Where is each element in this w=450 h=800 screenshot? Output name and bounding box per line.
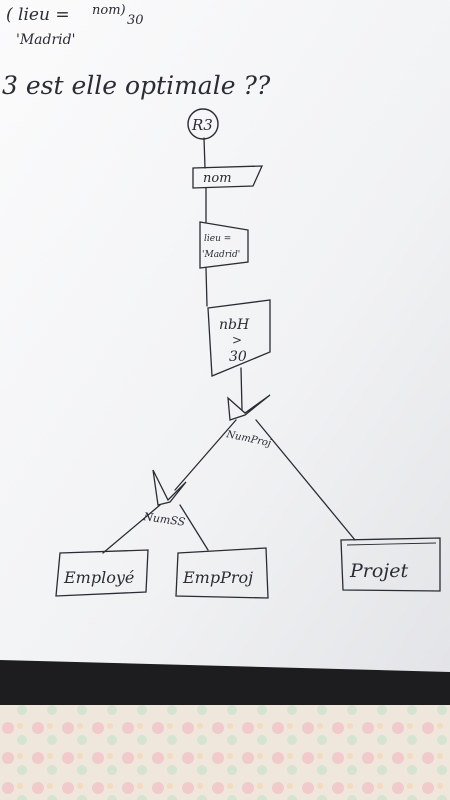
header-line2: 'Madrid' [16, 32, 75, 48]
edge-selection-lieu-selection-nbh [205, 267, 208, 307]
selection-lieu-node: lieu = 'Madrid' [199, 221, 249, 269]
leaf-employe: Employé [55, 549, 149, 597]
edge-root-projection [203, 137, 206, 169]
selection-lieu-line1: lieu = [204, 234, 231, 244]
header-line1-sub: 30 [127, 13, 144, 28]
projection-node: nom [192, 165, 264, 189]
optimality-question: 3 est elle optimale ?? [2, 71, 271, 100]
leaf-employe-label: Employé [63, 568, 134, 587]
leaf-projet-label: Projet [349, 560, 408, 582]
leaf-projet-box [340, 537, 441, 592]
selection-lieu-line2: 'Madrid' [202, 250, 240, 260]
selection-nbh-line1: nbH [219, 317, 250, 333]
selection-nbh-node: nbH > 30 [207, 299, 271, 377]
root-label: R3 [191, 116, 213, 134]
join-bottom-label: NumSS [142, 510, 187, 529]
header-line1-tail: nom) [92, 3, 126, 18]
leaf-empproj-box [175, 547, 269, 599]
header-line1: ( lieu = [6, 5, 70, 25]
header-notes: ( lieu = nom) 30 'Madrid' 3 est elle opt… [2, 3, 271, 100]
selection-nbh-box [207, 299, 271, 377]
leaf-empproj-label: EmpProj [182, 568, 253, 587]
root-node: R3 [187, 108, 219, 140]
join-top-symbol [227, 394, 271, 421]
paper-sheet [0, 0, 450, 672]
edge-join-top-join-bottom [174, 419, 237, 491]
leaf-empproj: EmpProj [175, 547, 269, 599]
edge-selection-nbh-join-top [240, 367, 243, 411]
leaf-projet: Projet [340, 537, 441, 592]
projection-label: nom [203, 171, 232, 186]
leaf-projet-inner-line [346, 542, 437, 546]
edge-join-bottom-empproj [179, 504, 209, 551]
selection-nbh-line3: 30 [229, 349, 247, 365]
floral-fabric [0, 705, 450, 800]
selection-lieu-box [199, 221, 249, 269]
edge-join-bottom-employe [102, 504, 161, 554]
edge-join-top-projet [255, 419, 356, 541]
join-bottom-symbol [152, 469, 187, 506]
projection-box [192, 165, 264, 189]
leaf-employe-box [55, 549, 149, 597]
tree-edges [102, 137, 356, 554]
root-circle [187, 108, 219, 140]
selection-nbh-line2: > [232, 333, 242, 347]
